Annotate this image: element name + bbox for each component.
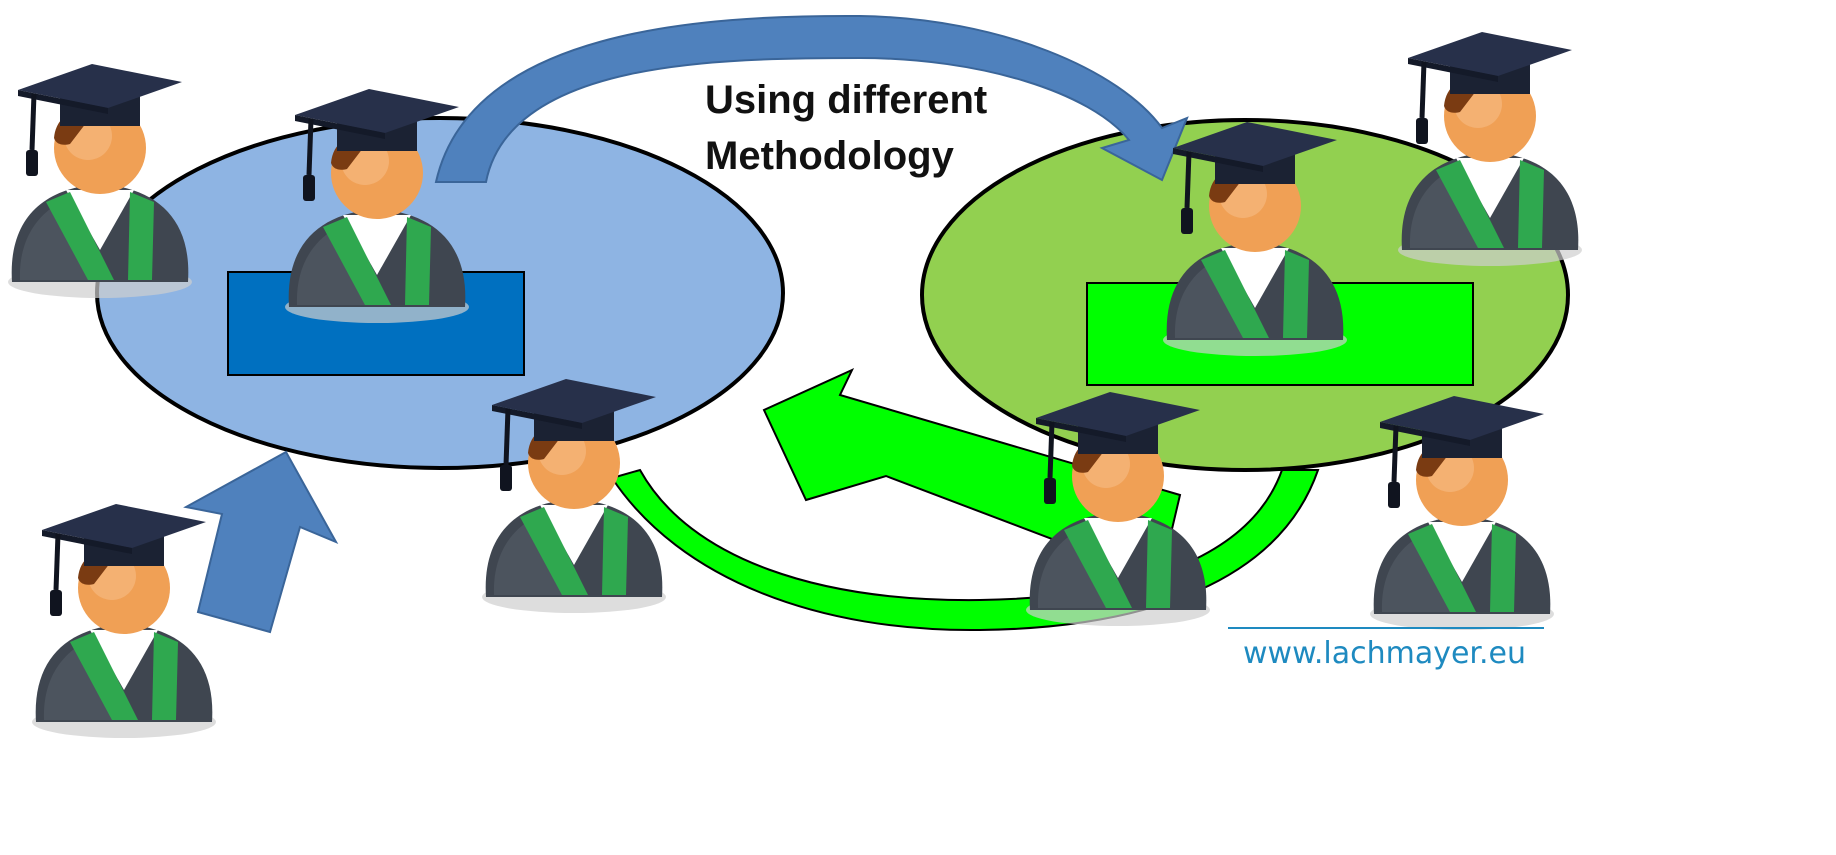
website-rule — [1228, 627, 1544, 629]
join-arrow — [183, 450, 339, 634]
graduate-icon — [8, 64, 192, 298]
curved-transfer-arrow — [434, 14, 1189, 183]
methodology-label-line2: Methodology — [705, 134, 954, 178]
website-link[interactable]: www.lachmayer.eu — [1243, 636, 1527, 671]
graduate-icon — [1370, 396, 1554, 630]
graduate-icon — [32, 504, 216, 738]
methodology-label: Using different Methodology — [705, 72, 987, 184]
methodology-label-line1: Using different — [705, 78, 988, 122]
